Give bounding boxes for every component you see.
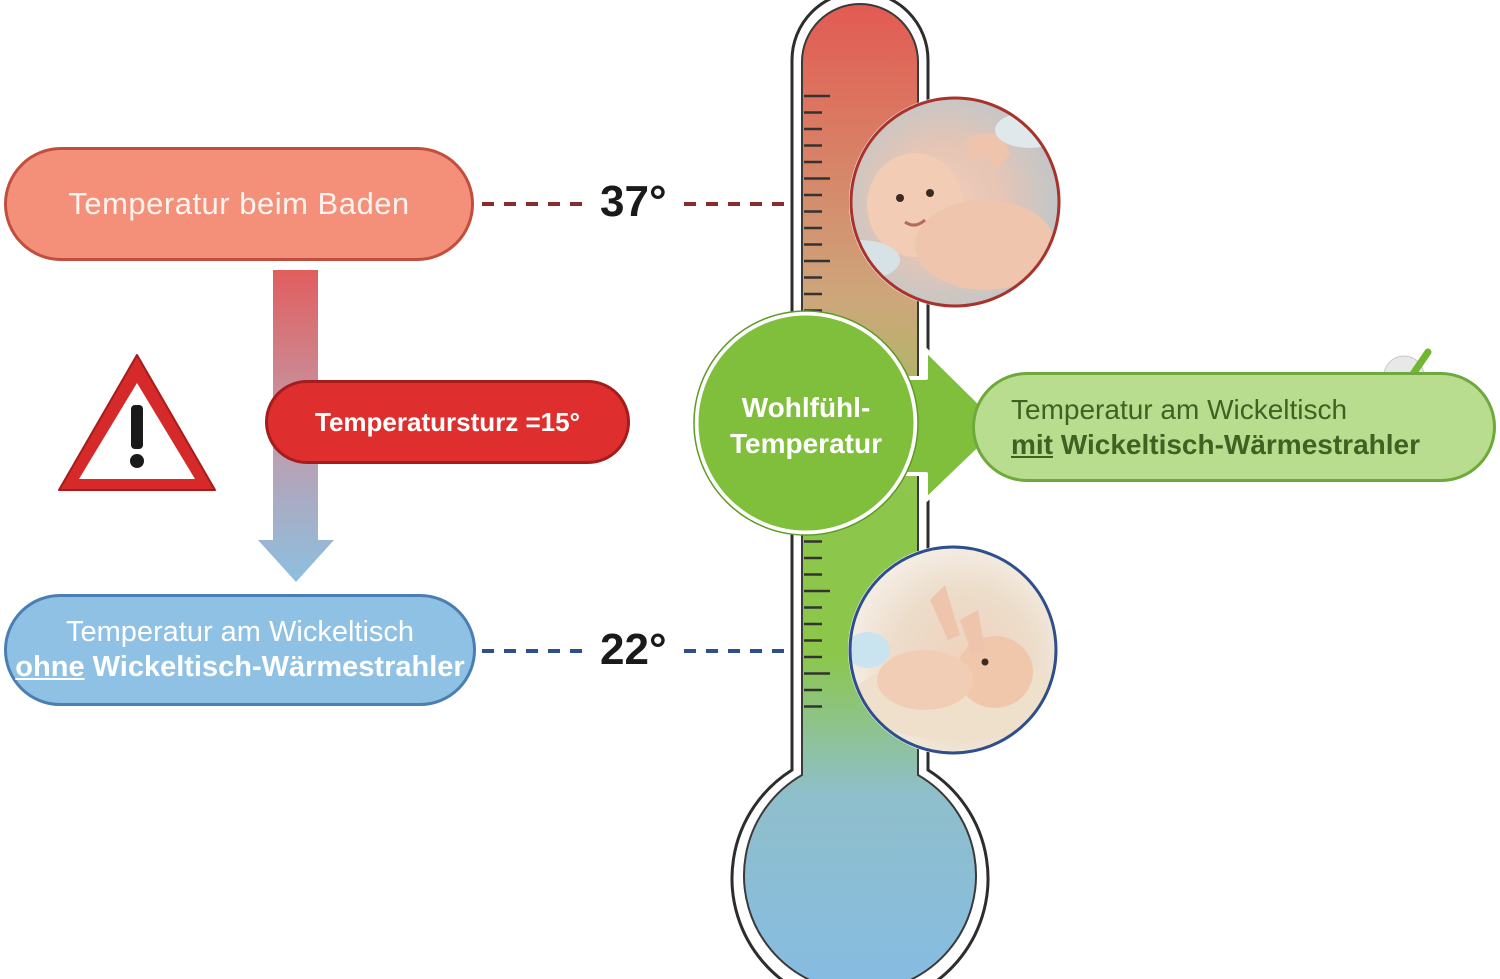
comfort-line1: Wohlfühl-: [706, 390, 906, 426]
changing-table-without-heater-label: Temperatur am Wickeltisch ohne Wickeltis…: [4, 594, 476, 706]
temperature-drop-label: Temperatursturz =15°: [265, 380, 630, 464]
changing-table-with-heater-label: Temperatur am Wickeltisch mit Wickeltisc…: [972, 372, 1496, 482]
temperature-37: 37°: [594, 180, 673, 224]
without-line2: ohne Wickeltisch-Wärmestrahler: [15, 650, 464, 685]
comfort-line2: Temperatur: [706, 426, 906, 462]
temperature-22: 22°: [594, 628, 673, 672]
without-line1: Temperatur am Wickeltisch: [66, 615, 414, 650]
with-line2: mit Wickeltisch-Wärmestrahler: [1011, 427, 1420, 462]
bath-temperature-label: Temperatur beim Baden: [4, 147, 474, 261]
without-rest: Wickeltisch-Wärmestrahler: [93, 651, 465, 683]
warning-triangle-icon: [59, 355, 215, 490]
with-keyword: mit: [1011, 429, 1053, 460]
drop-label-text: Temperatursturz =15°: [315, 407, 580, 438]
bath-label-text: Temperatur beim Baden: [68, 186, 409, 222]
comfort-temperature-label: Wohlfühl- Temperatur: [706, 390, 906, 463]
changing-table-baby-photo: [846, 545, 1070, 755]
with-line1: Temperatur am Wickeltisch: [1011, 392, 1347, 427]
without-keyword: ohne: [15, 651, 84, 683]
with-rest: Wickeltisch-Wärmestrahler: [1061, 429, 1420, 460]
